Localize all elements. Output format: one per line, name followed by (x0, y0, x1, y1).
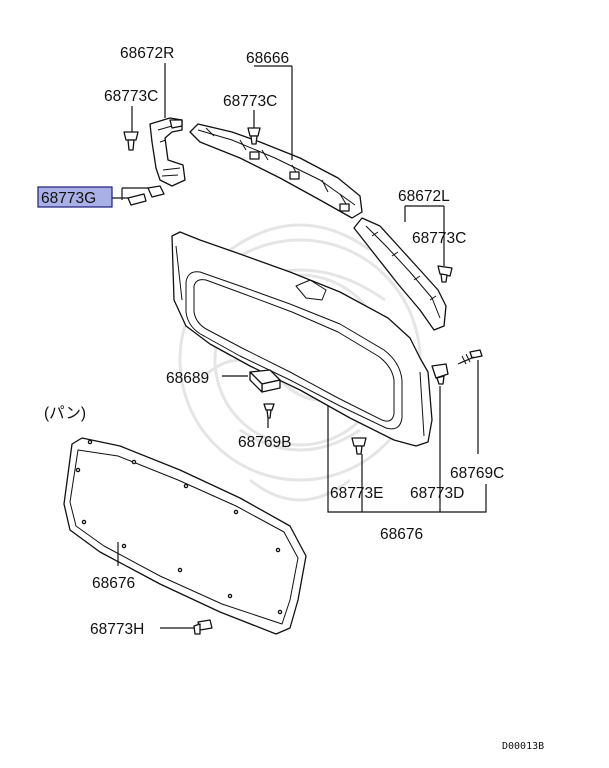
label-68676-panel: 68676 (92, 575, 135, 592)
pillar-trim-right-part (149, 117, 186, 187)
label-68773d: 68773D (410, 485, 464, 502)
label-68672l: 68672L (398, 188, 450, 205)
label-68672r: 68672R (120, 45, 174, 62)
label-variant-note: (パン) (44, 405, 86, 422)
highlight-68773g (37, 186, 113, 208)
pillar-trim-left-part (353, 217, 447, 331)
upper-garnish-68666-part (189, 123, 363, 219)
screw-68769b-part (263, 403, 275, 419)
label-68676-top: 68676 (380, 526, 423, 543)
part-labels: 68672R 68773C 68666 68773C 68773G 68672L… (37, 45, 544, 752)
clip-68773c-right-part (437, 265, 453, 283)
clip-68773g-part (127, 185, 165, 206)
label-68769c: 68769C (450, 465, 504, 482)
clip-68773h-part (193, 619, 213, 635)
clip-68773d-part (431, 363, 449, 385)
label-68773g: 68773G (41, 190, 96, 207)
clip-68773c-mid-part (247, 127, 261, 145)
lower-panel-part (63, 437, 307, 635)
bracket-68689-part (249, 369, 281, 393)
label-68773c-mid: 68773C (223, 93, 277, 110)
label-68666: 68666 (246, 50, 289, 67)
label-68689: 68689 (166, 370, 209, 387)
label-68773c-right: 68773C (412, 230, 466, 247)
label-68773h: 68773H (90, 621, 144, 638)
clip-68773c-left-part (123, 131, 139, 151)
tailgate-trim-68676-part (171, 231, 433, 447)
label-diagram-code: D00013B (502, 741, 544, 752)
label-68773e: 68773E (330, 485, 383, 502)
clip-68773e-part (351, 437, 367, 455)
label-68769b: 68769B (238, 434, 291, 451)
label-68773c-left: 68773C (104, 88, 158, 105)
panel-holes (75, 439, 283, 615)
leader-lines (112, 63, 487, 629)
screw-68769c-part (457, 349, 483, 365)
